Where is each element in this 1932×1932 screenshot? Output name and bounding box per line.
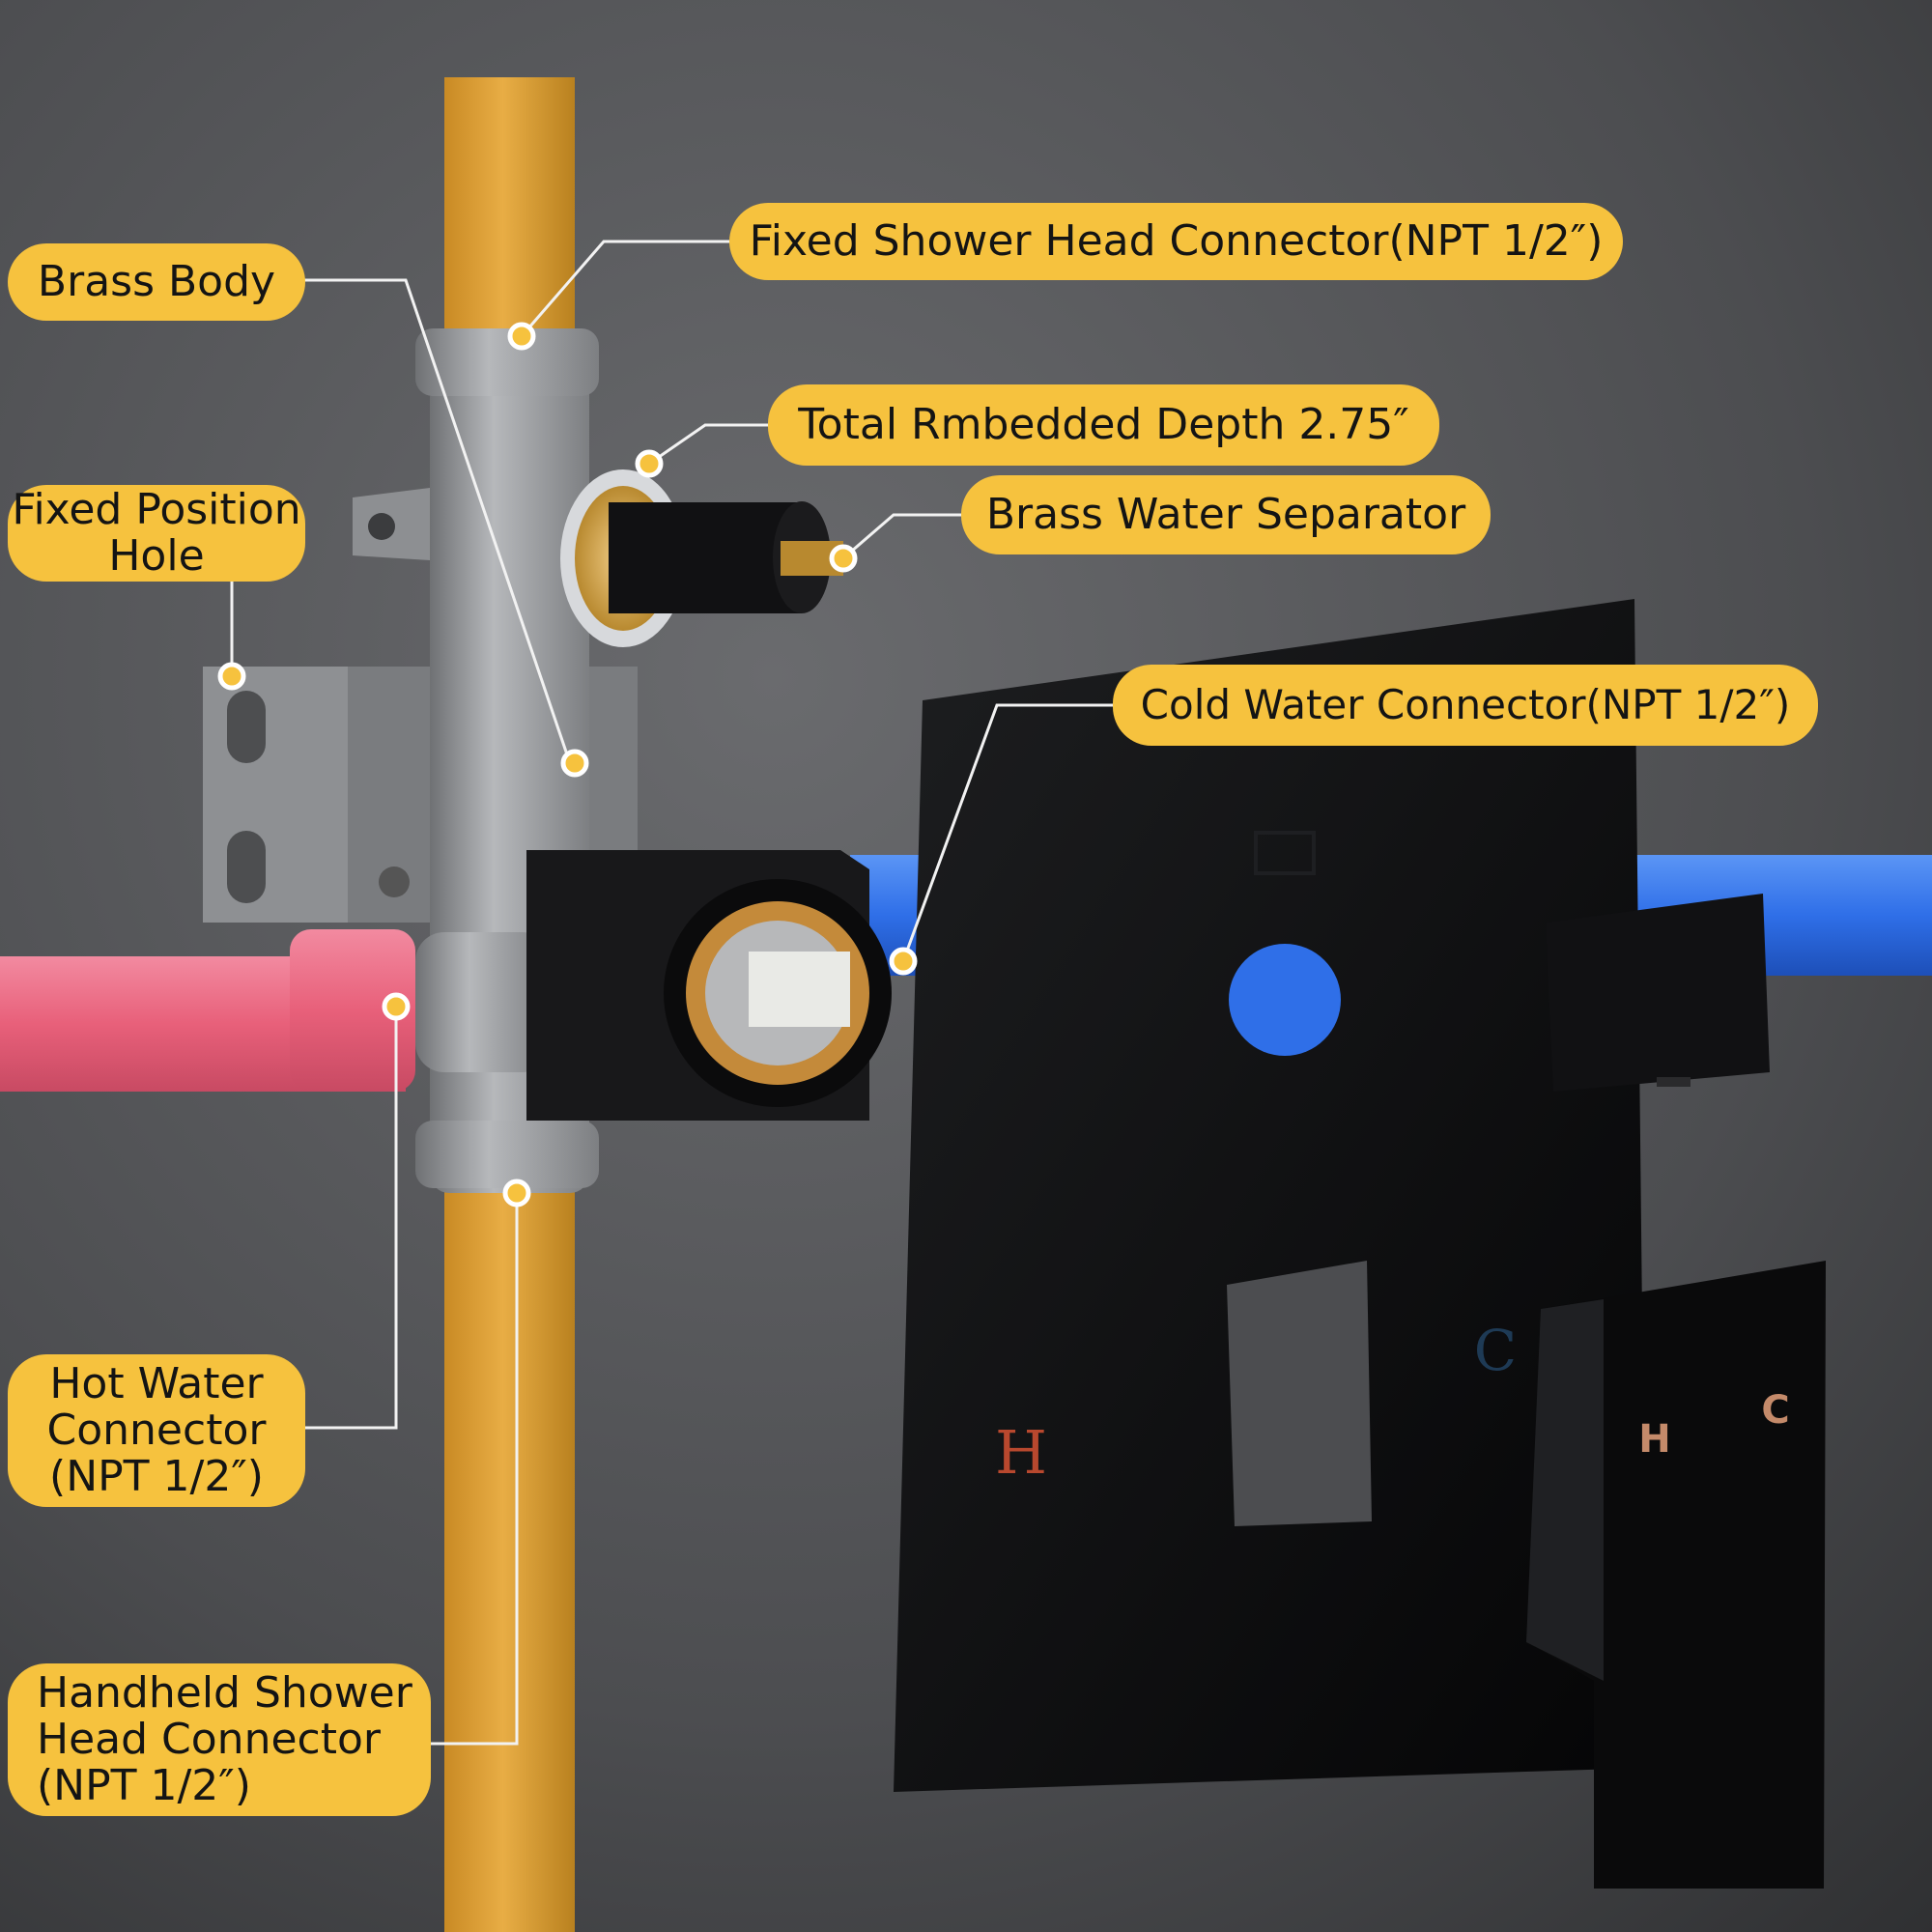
leader-cold-water bbox=[901, 703, 1113, 962]
label-handheld-shower-head-connector-line-2: Head Connector bbox=[37, 1715, 381, 1764]
label-handheld-shower-head-connector-line-1: Handheld Shower bbox=[37, 1668, 412, 1718]
anchor-dots bbox=[217, 322, 918, 1208]
label-hot-water-connector: Hot Water Connector (NPT 1/2″) bbox=[8, 1354, 305, 1507]
label-handheld-shower-head-connector: Handheld Shower Head Connector (NPT 1/2″… bbox=[8, 1663, 431, 1816]
label-total-embedded-depth: Total Rmbedded Depth 2.75″ bbox=[768, 384, 1439, 466]
dot-cold-water bbox=[889, 947, 918, 976]
label-brass-body-text: Brass Body bbox=[37, 257, 276, 306]
label-handheld-shower-head-connector-line-3: (NPT 1/2″) bbox=[37, 1761, 251, 1810]
label-cold-water-connector: Cold Water Connector(NPT 1/2″) bbox=[1113, 665, 1818, 746]
label-total-embedded-depth-text: Total Rmbedded Depth 2.75″ bbox=[798, 400, 1409, 449]
cartridge-top bbox=[560, 469, 857, 647]
trim-plate bbox=[894, 599, 1647, 1792]
label-fixed-position-hole: Fixed Position Hole bbox=[8, 485, 305, 582]
leader-handheld bbox=[430, 1193, 519, 1746]
leader-hot-water bbox=[304, 1007, 398, 1430]
dot-fixed-position-hole bbox=[217, 662, 246, 691]
label-fixed-position-hole-line-1: Fixed Position bbox=[12, 485, 301, 534]
leader-brass-body bbox=[304, 278, 572, 764]
plate-mark-hot: H bbox=[995, 1417, 1047, 1488]
valve-housing bbox=[526, 850, 892, 1121]
plate-mark-cold: C bbox=[1474, 1318, 1517, 1383]
hot-water-pipe bbox=[0, 929, 415, 1092]
leader-fixed-shower-head bbox=[520, 240, 729, 337]
label-hot-water-connector-line-1: Hot Water bbox=[49, 1359, 264, 1408]
diverter-knob bbox=[1546, 894, 1770, 1092]
label-hot-water-connector-line-2: Connector bbox=[46, 1406, 267, 1455]
dot-handheld bbox=[502, 1179, 531, 1208]
leader-brass-water-separator bbox=[842, 513, 961, 560]
brass-valve-body bbox=[203, 328, 638, 1193]
label-brass-water-separator-text: Brass Water Separator bbox=[985, 490, 1466, 539]
label-brass-body: Brass Body bbox=[8, 243, 305, 321]
label-fixed-shower-head-connector-text: Fixed Shower Head Connector(NPT 1/2″) bbox=[749, 216, 1604, 266]
label-cold-water-connector-text: Cold Water Connector(NPT 1/2″) bbox=[1140, 681, 1791, 728]
dot-brass-body bbox=[560, 749, 589, 778]
label-fixed-position-hole-line-2: Hole bbox=[108, 531, 205, 581]
dot-total-depth bbox=[635, 449, 664, 478]
lever-mark-hot: H bbox=[1638, 1417, 1670, 1462]
label-hot-water-connector-line-3: (NPT 1/2″) bbox=[49, 1452, 264, 1501]
leader-total-depth bbox=[648, 423, 768, 466]
yellow-pipe-bottom bbox=[444, 1159, 575, 1932]
lever-mark-cold: C bbox=[1761, 1388, 1789, 1433]
label-brass-water-separator: Brass Water Separator bbox=[961, 475, 1491, 554]
dot-fixed-shower-head bbox=[507, 322, 536, 351]
yellow-pipe-top bbox=[444, 77, 575, 348]
label-fixed-shower-head-connector: Fixed Shower Head Connector(NPT 1/2″) bbox=[729, 203, 1623, 280]
dot-hot-water bbox=[382, 992, 411, 1021]
lever-handle bbox=[1526, 1261, 1826, 1889]
leader-lines bbox=[230, 240, 1113, 1746]
dot-brass-water-separator bbox=[829, 544, 858, 573]
